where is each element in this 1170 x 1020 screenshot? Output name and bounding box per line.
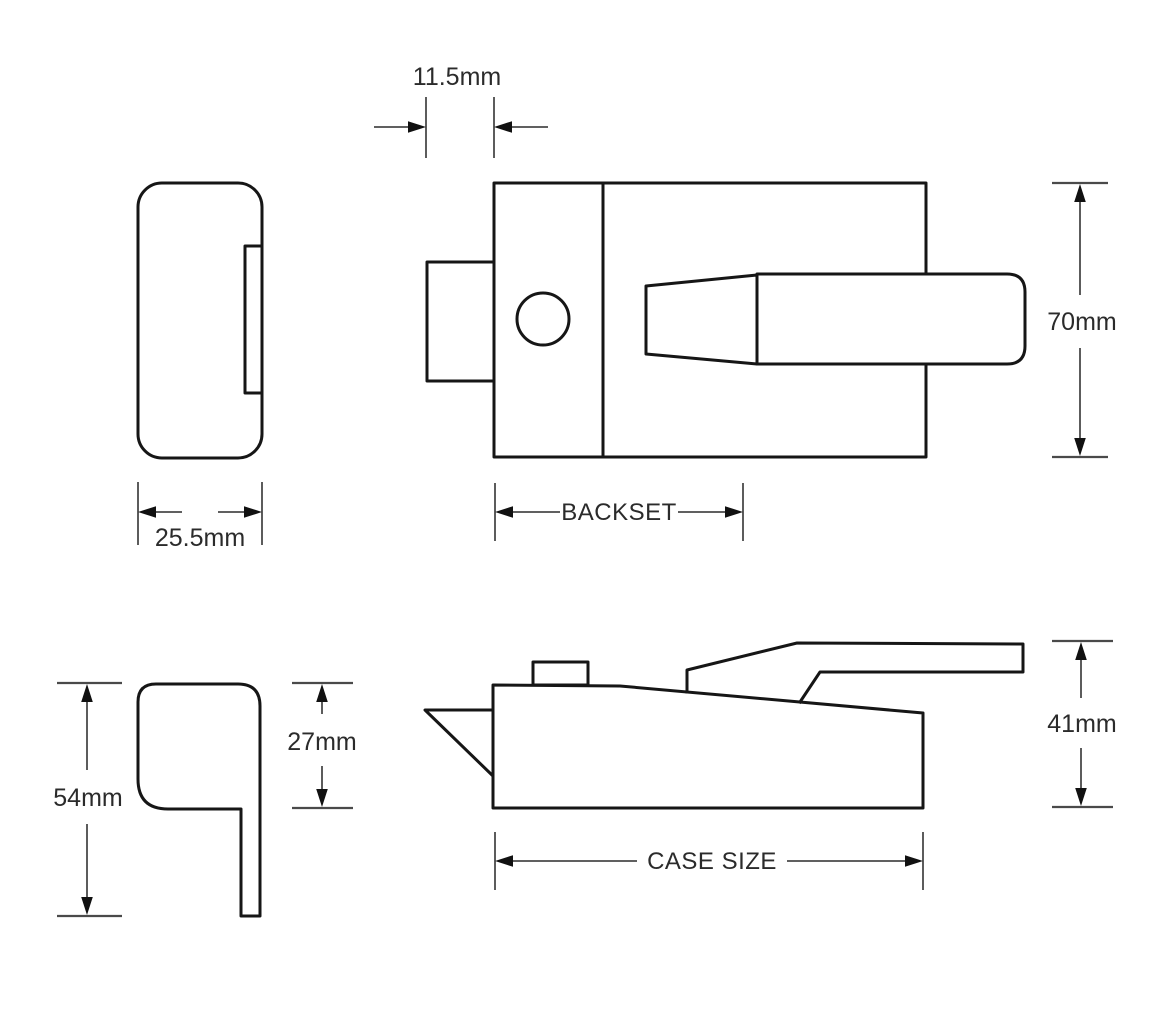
dim-case-size-label: CASE SIZE — [647, 848, 777, 875]
dim-overall-height: 41mm — [1047, 639, 1117, 809]
arrow-left-icon — [495, 855, 513, 867]
bolt-end — [755, 272, 1027, 366]
case-side-outline — [491, 683, 925, 810]
arrow-down-icon — [1075, 788, 1087, 806]
dim-rim-offset: 11.5mm — [374, 63, 548, 158]
dim-overall-height-label: 41mm — [1047, 710, 1116, 738]
cylinder-hole — [515, 291, 571, 347]
faceplate-strip — [243, 244, 264, 395]
dim-case-depth-label: 25.5mm — [155, 524, 245, 552]
keep-outline — [136, 682, 262, 918]
dim-keep-height-label: 54mm — [53, 784, 122, 812]
latch-nose-wedge — [423, 708, 495, 778]
dim-backset-label: BACKSET — [561, 499, 677, 526]
dim-case-size: CASE SIZE — [494, 832, 924, 890]
snib-knob — [531, 660, 590, 687]
arrow-right-icon — [725, 506, 743, 518]
arrow-up-icon — [81, 684, 93, 702]
arrow-right-icon — [408, 121, 426, 133]
arrow-up-icon — [1075, 642, 1087, 660]
view-case-edge — [136, 181, 264, 460]
arrow-up-icon — [1074, 184, 1086, 202]
dim-case-height-label: 70mm — [1047, 308, 1116, 336]
arrow-down-icon — [81, 897, 93, 915]
dim-keep-depth-label: 27mm — [287, 728, 356, 756]
view-front — [425, 181, 1027, 459]
dim-case-depth: 25.5mm — [137, 482, 263, 552]
view-side — [423, 641, 1025, 810]
arrow-up-icon — [316, 684, 328, 702]
dim-backset: BACKSET — [494, 483, 744, 541]
dim-case-height: 70mm — [1047, 181, 1117, 459]
dim-keep-depth: 27mm — [287, 681, 357, 810]
view-keep-profile — [136, 682, 262, 918]
arrow-down-icon — [1074, 438, 1086, 456]
bolt-taper — [644, 273, 759, 366]
arrow-left-icon — [138, 506, 156, 518]
arrow-down-icon — [316, 789, 328, 807]
arrow-left-icon — [494, 121, 512, 133]
case-edge-outline — [136, 181, 264, 460]
arrow-right-icon — [244, 506, 262, 518]
dim-keep-height: 54mm — [53, 681, 123, 918]
arrow-right-icon — [905, 855, 923, 867]
bolt-arm-side — [685, 641, 1025, 705]
dim-rim-offset-label: 11.5mm — [413, 63, 501, 91]
rim-tab — [425, 260, 496, 383]
arrow-left-icon — [495, 506, 513, 518]
